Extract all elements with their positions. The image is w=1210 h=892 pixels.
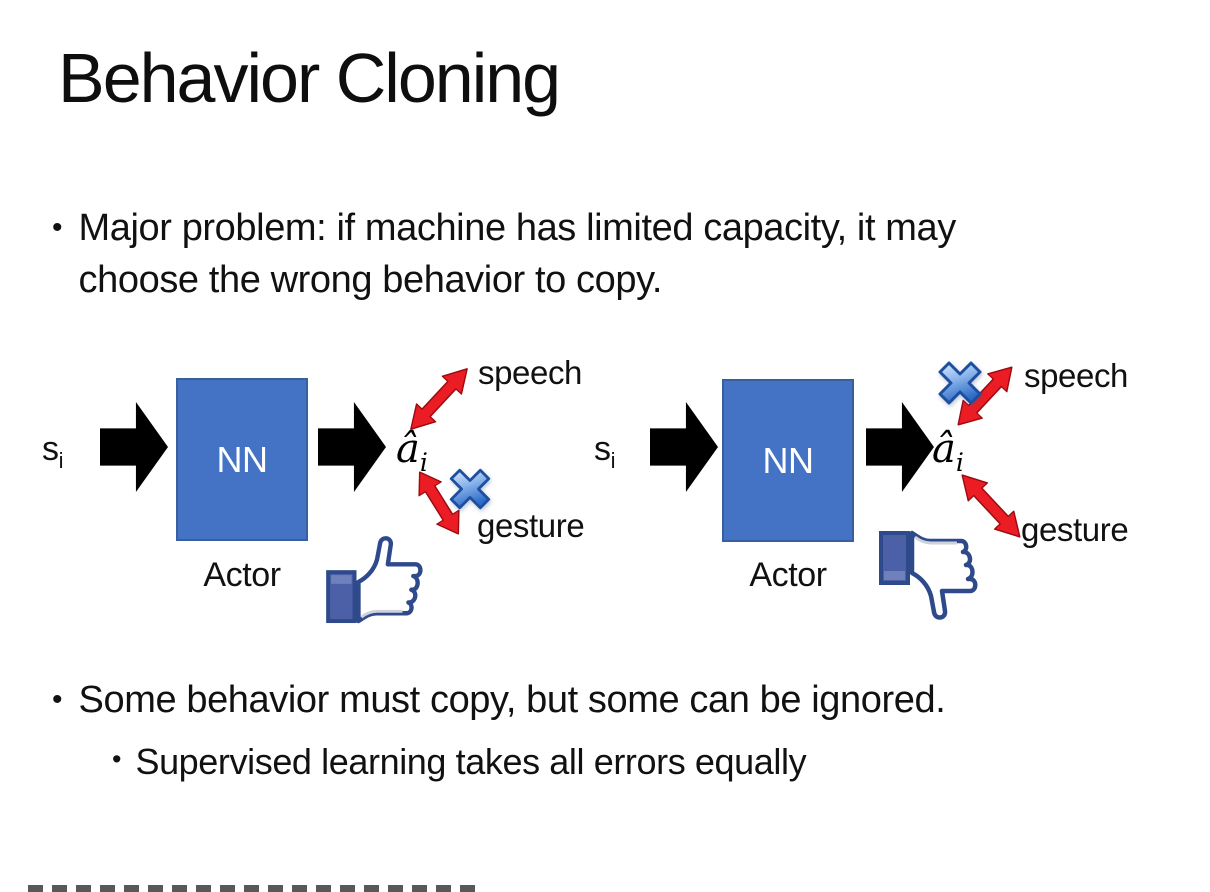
nn-box: NN — [722, 379, 854, 542]
bullet-glyph: • — [52, 683, 63, 716]
gesture-label: gesture — [477, 507, 585, 544]
output-action-label: âi — [932, 426, 964, 477]
bullet-major-problem: • Major problem: if machine has limited … — [52, 202, 1032, 306]
thumbs-up-icon — [324, 531, 436, 625]
input-state-label: si — [42, 430, 64, 473]
block-arrow-icon — [100, 402, 168, 492]
x-mark-icon — [928, 351, 992, 415]
bullet-glyph: • — [112, 744, 122, 774]
red-double-arrow-icon — [406, 463, 472, 543]
block-arrow-icon — [866, 402, 934, 492]
gesture-label: gesture — [1021, 511, 1129, 548]
red-double-arrow-icon — [946, 356, 1024, 436]
speech-label: speech — [1024, 357, 1129, 394]
block-arrow-icon — [318, 402, 386, 492]
thumbs-down-icon — [878, 528, 990, 626]
output-action-label: âi — [396, 426, 428, 477]
page-title: Behavior Cloning — [58, 39, 561, 117]
actor-label: Actor — [203, 556, 281, 594]
red-double-arrow-icon — [399, 357, 480, 440]
nn-box: NN — [176, 378, 308, 541]
bullet-some-behavior-text: Some behavior must copy, but some can be… — [78, 679, 946, 721]
input-state-label: si — [594, 430, 616, 473]
bottom-cutoff-text-strip — [28, 885, 480, 892]
bullet-supervised-learning-text: Supervised learning takes all errors equ… — [135, 741, 807, 782]
bullet-supervised-learning: • Supervised learning takes all errors e… — [112, 737, 1162, 786]
nn-label: NN — [216, 438, 269, 480]
bullet-major-problem-text: Major problem: if machine has limited ca… — [78, 207, 957, 302]
bullet-glyph: • — [52, 211, 63, 244]
speech-label: speech — [478, 354, 583, 391]
nn-label: NN — [762, 439, 815, 481]
bullet-some-behavior: • Some behavior must copy, but some can … — [52, 674, 1202, 726]
x-mark-icon — [440, 459, 500, 519]
actor-label: Actor — [749, 556, 827, 594]
block-arrow-icon — [650, 402, 718, 492]
red-double-arrow-icon — [950, 464, 1032, 549]
